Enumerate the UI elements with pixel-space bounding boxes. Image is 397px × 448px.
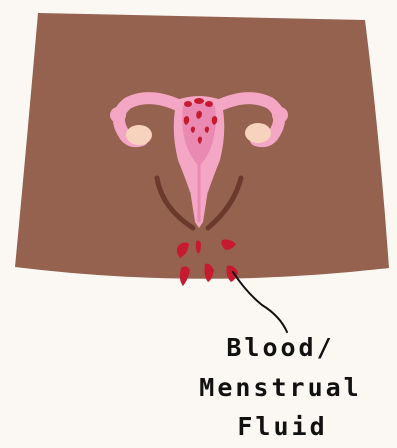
ovary-right [245,123,271,143]
ovary-left [126,125,152,145]
pointer-line [233,272,287,332]
annotation-line-2: Menstrual [82,373,397,403]
annotation-line-3: Fluid [84,412,397,442]
annotation-line-1: Blood/ [82,333,397,363]
